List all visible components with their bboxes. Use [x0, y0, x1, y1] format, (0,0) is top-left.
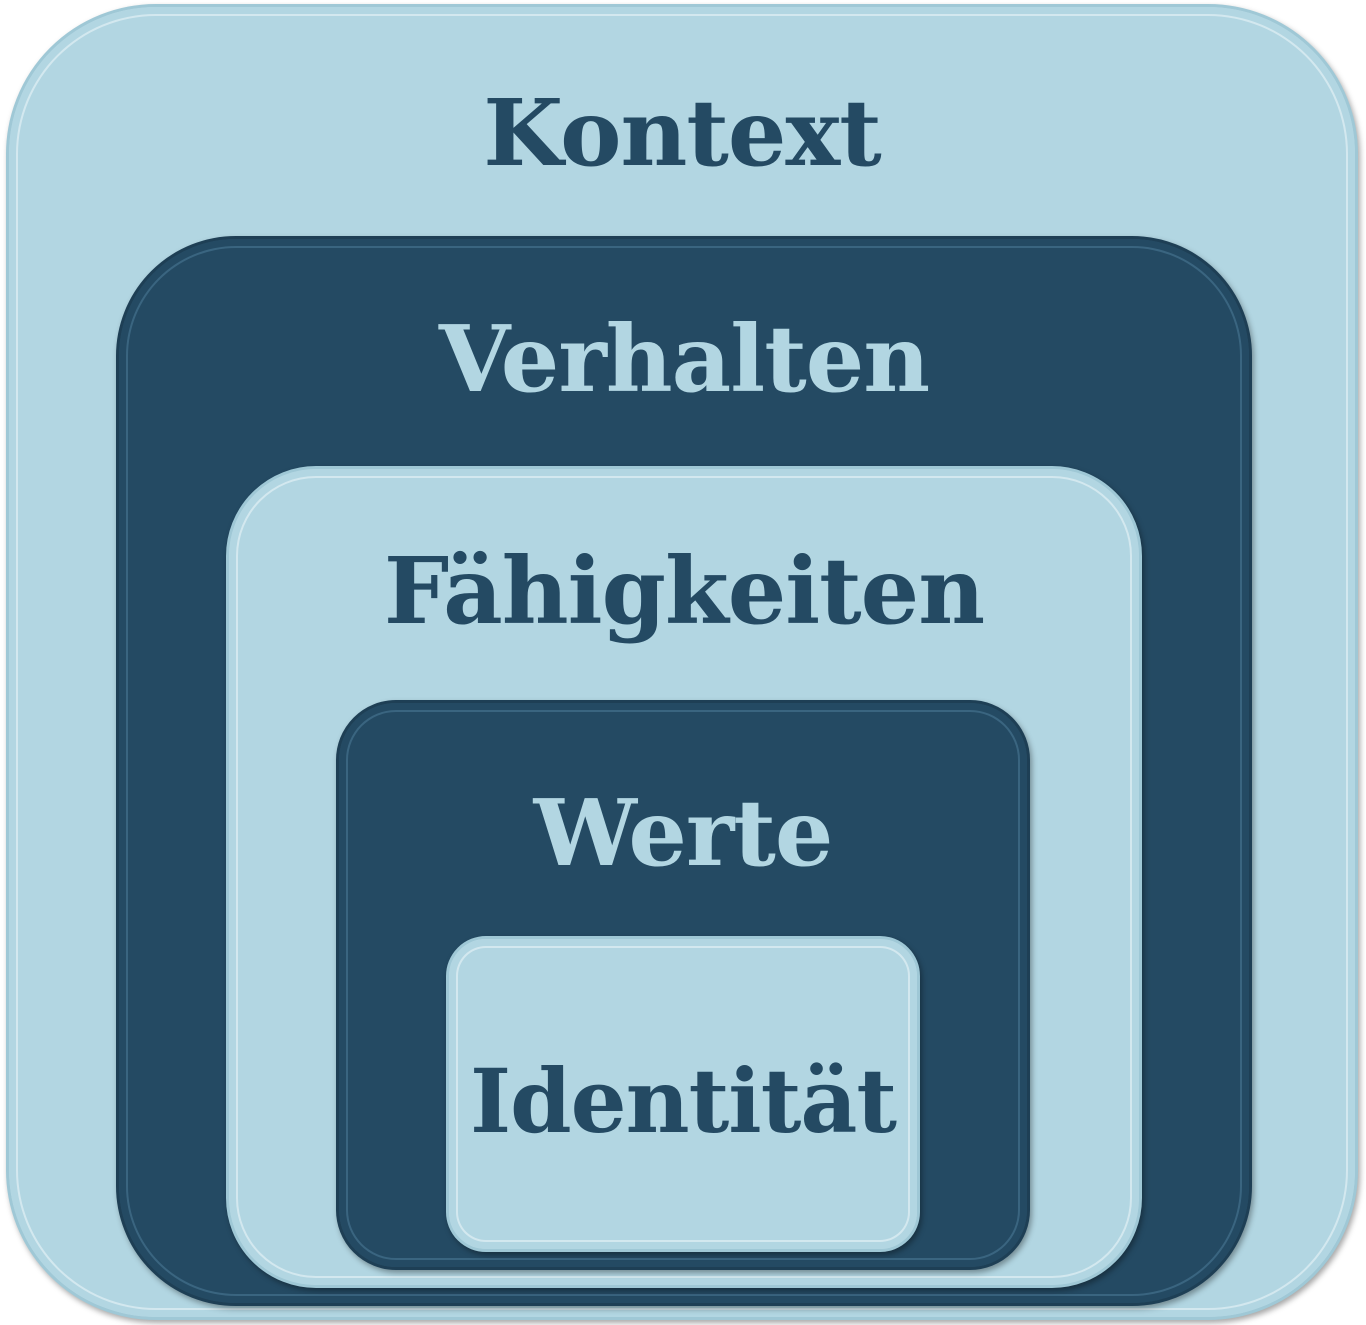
- layer-label-faehigkeiten: Fähigkeiten: [383, 537, 985, 645]
- layer-label-verhalten: Verhalten: [438, 305, 930, 413]
- layer-label-identitaet: Identität: [469, 1049, 897, 1153]
- layer-identitaet: Identität: [446, 936, 920, 1252]
- layer-label-werte: Werte: [533, 779, 834, 887]
- layer-label-kontext: Kontext: [483, 79, 882, 187]
